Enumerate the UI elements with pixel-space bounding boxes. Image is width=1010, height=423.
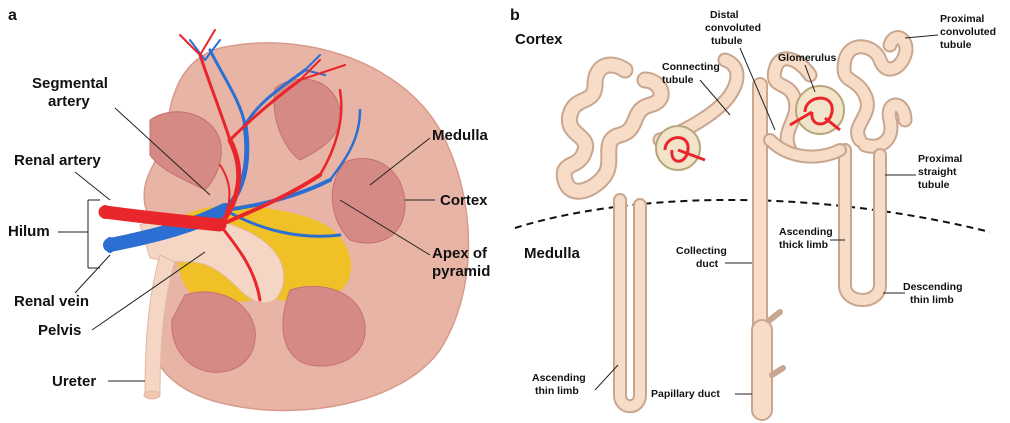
label-collecting-duct-2: duct — [696, 258, 719, 270]
label-descending-thin-limb-1: Descending — [903, 281, 963, 293]
label-distal-convoluted-tubule-3: tubule — [711, 35, 743, 47]
renal-vein-end — [105, 237, 115, 253]
label-apex-of-pyramid-2: pyramid — [432, 263, 490, 280]
glomerulus-left — [656, 126, 705, 170]
leader-renal-vein — [75, 255, 110, 293]
label-ureter: Ureter — [52, 373, 96, 390]
right-loop-of-henle — [845, 150, 880, 300]
label-renal-artery: Renal artery — [14, 152, 101, 169]
label-renal-vein: Renal vein — [14, 293, 89, 310]
label-hilum: Hilum — [8, 223, 50, 240]
leader-hilum — [58, 200, 100, 268]
leader-proximal-convoluted-tubule — [905, 35, 938, 38]
panel-b: b Cortex Medulla — [510, 7, 996, 410]
label-proximal-straight-tubule-2: straight — [918, 166, 957, 178]
label-proximal-convoluted-tubule-2: convoluted — [940, 26, 996, 38]
label-pelvis: Pelvis — [38, 322, 81, 339]
label-ascending-thin-limb-2: thin limb — [535, 385, 579, 397]
label-proximal-straight-tubule-1: Proximal — [918, 153, 962, 165]
label-cortex: Cortex — [440, 192, 488, 209]
label-glomerulus: Glomerulus — [778, 52, 837, 64]
label-medulla: Medulla — [432, 127, 488, 144]
label-connecting-tubule-2: tubule — [662, 74, 694, 86]
panel-a: a — [8, 7, 490, 410]
leader-renal-artery — [75, 172, 110, 200]
zone-medulla: Medulla — [524, 245, 580, 262]
label-connecting-tubule-1: Connecting — [662, 61, 720, 73]
label-papillary-duct: Papillary duct — [651, 388, 720, 400]
label-proximal-convoluted-tubule-3: tubule — [940, 39, 972, 51]
panel-b-letter: b — [510, 7, 520, 24]
label-ascending-thick-limb-2: thick limb — [779, 239, 828, 251]
label-proximal-convoluted-tubule-1: Proximal — [940, 13, 984, 25]
nephron-tubules — [564, 38, 906, 410]
label-descending-thin-limb-2: thin limb — [910, 294, 954, 306]
label-distal-convoluted-tubule-2: convoluted — [705, 22, 761, 34]
label-ascending-thin-limb-1: Ascending — [532, 372, 586, 384]
label-distal-convoluted-tubule-1: Distal — [710, 9, 739, 21]
label-collecting-duct-1: Collecting — [676, 245, 727, 257]
label-segmental-artery-2: artery — [48, 93, 90, 110]
label-ascending-thick-limb-1: Ascending — [779, 226, 833, 238]
renal-artery-end — [100, 205, 110, 219]
panel-a-letter: a — [8, 7, 17, 24]
zone-cortex: Cortex — [515, 31, 563, 48]
label-proximal-straight-tubule-3: tubule — [918, 179, 950, 191]
label-apex-of-pyramid-1: Apex of — [432, 245, 488, 262]
ureter-end — [144, 391, 160, 399]
label-segmental-artery-1: Segmental — [32, 75, 108, 92]
